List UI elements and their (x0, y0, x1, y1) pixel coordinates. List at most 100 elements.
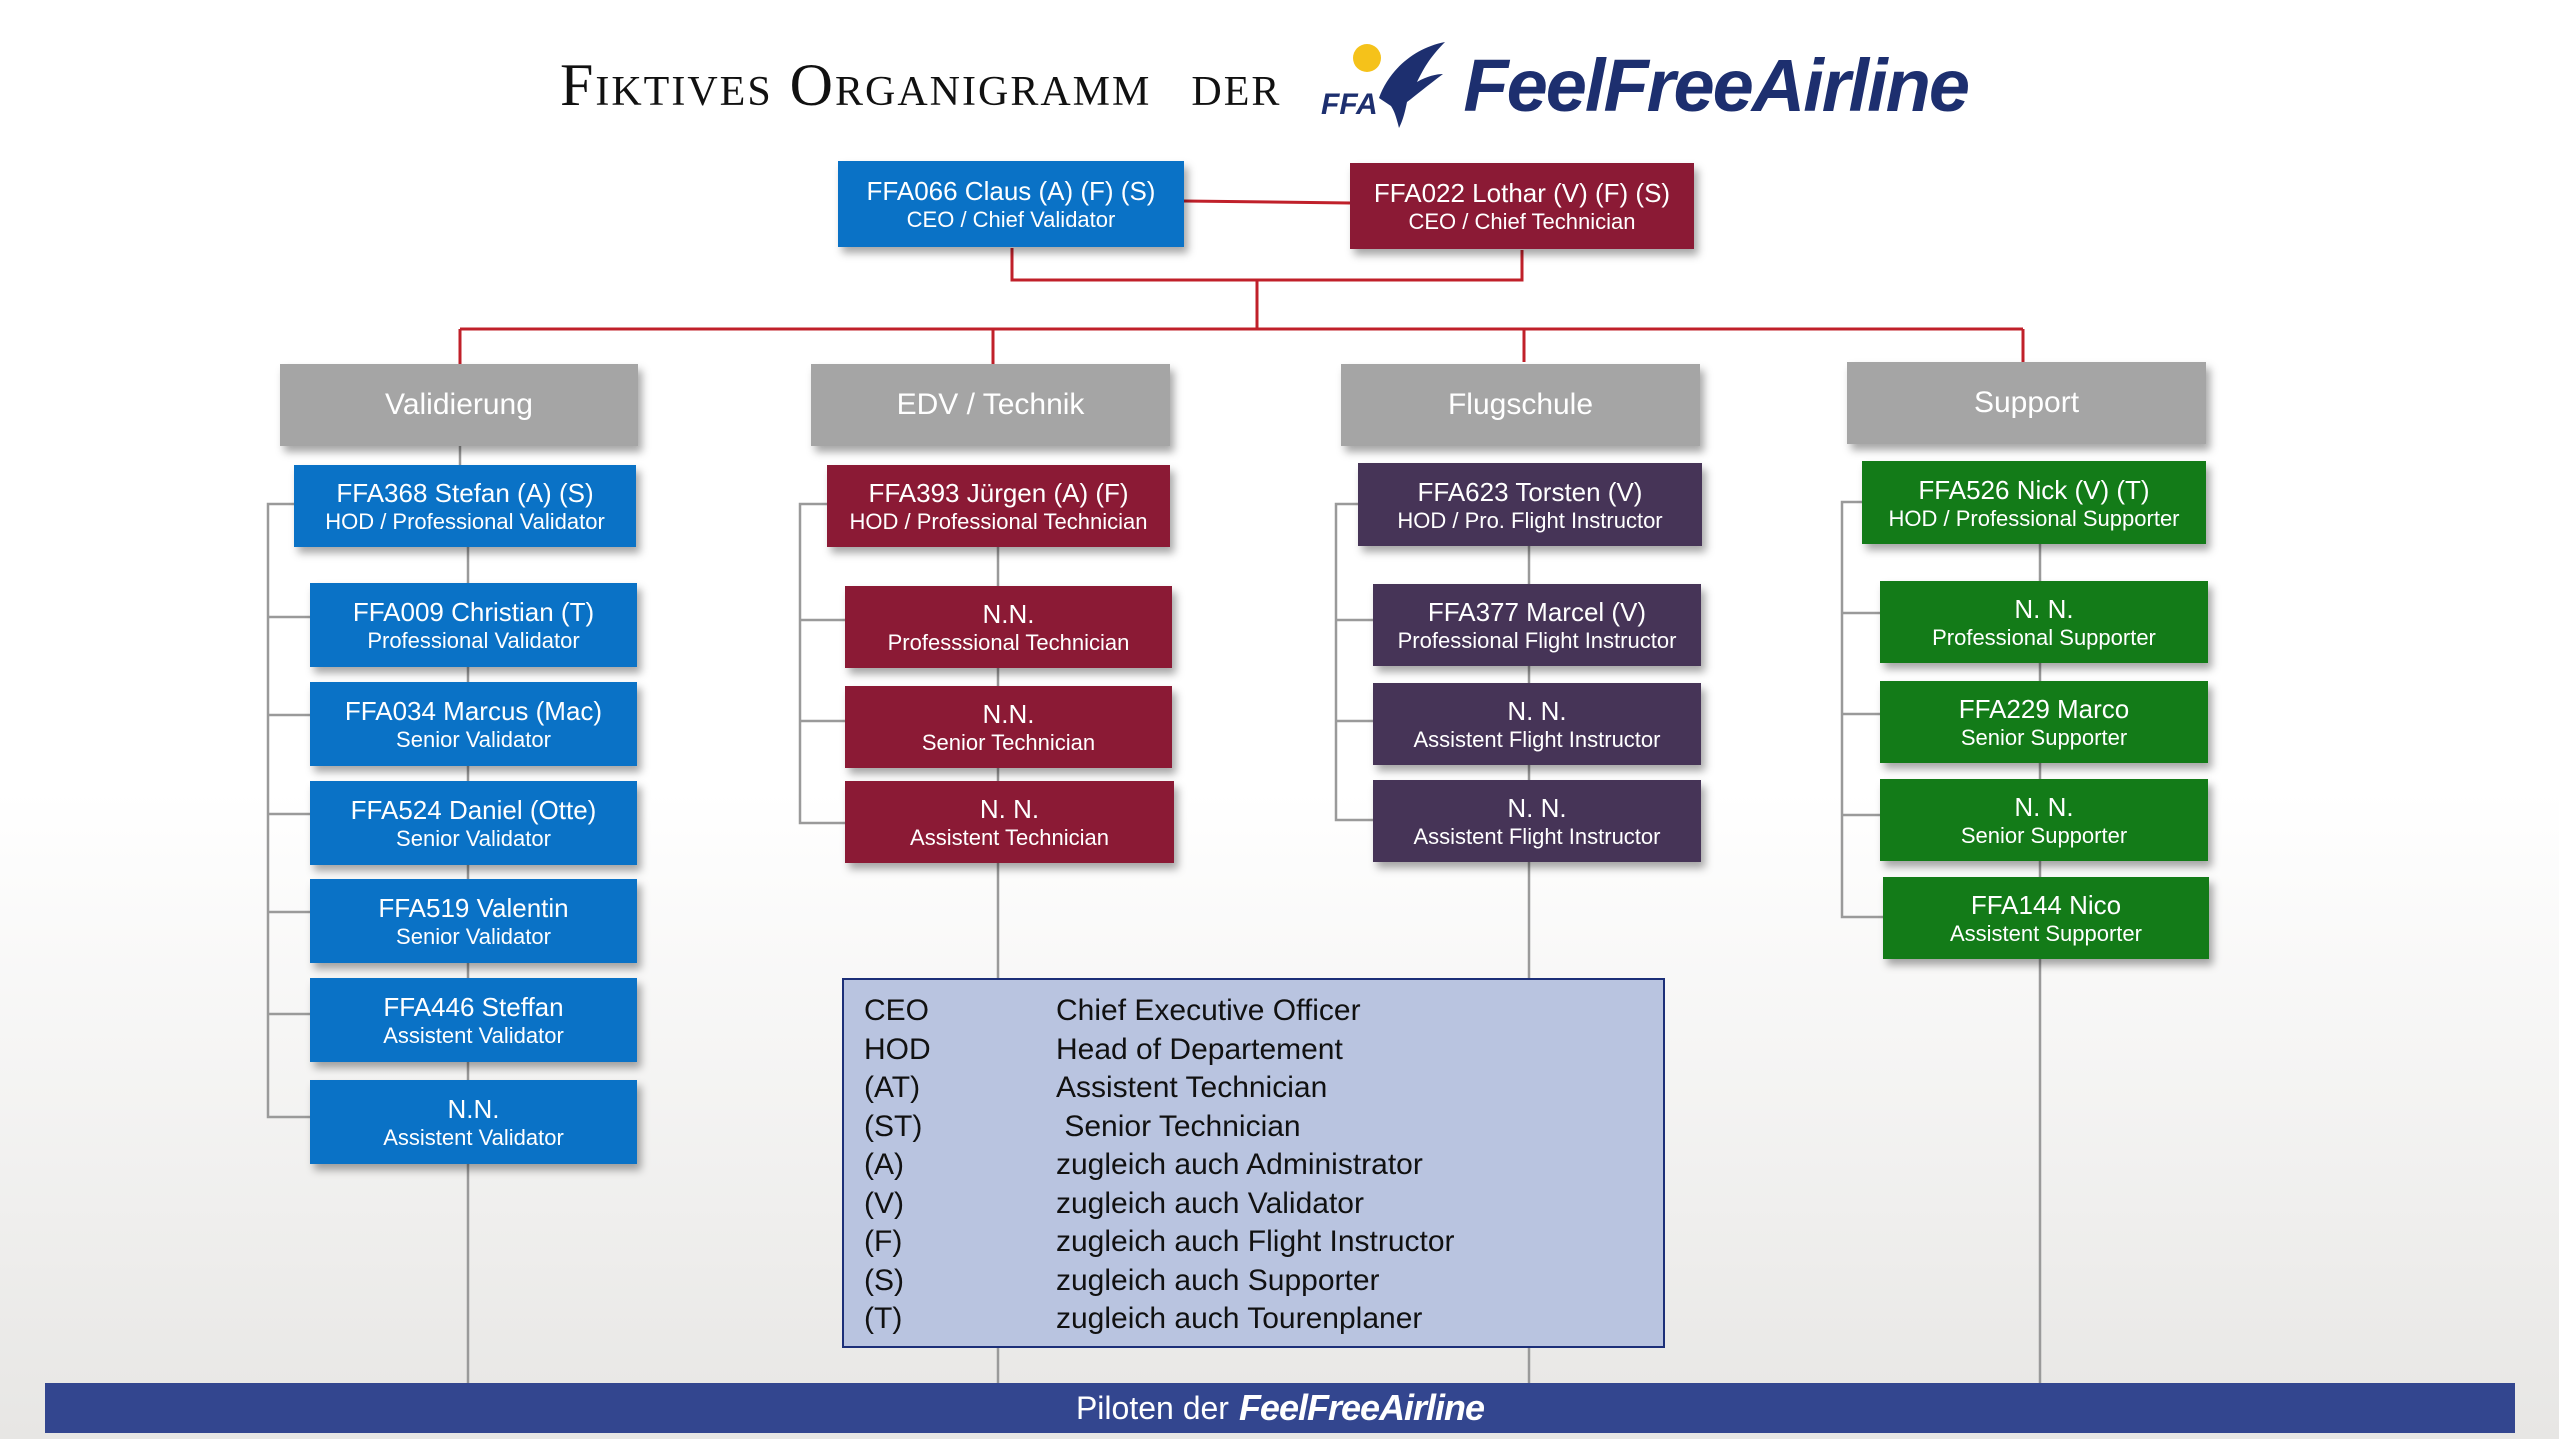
ffa-logo-text: FFA (1321, 88, 1378, 121)
member-role: Assistent Flight Instructor (1413, 824, 1661, 849)
ceo-role: CEO / Chief Validator (906, 207, 1116, 232)
member-role: Senior Validator (396, 727, 551, 752)
legend-desc: Head of Departement (1056, 1032, 1343, 1066)
member-name: N. N. (2014, 792, 2074, 822)
member-role: Professional Flight Instructor (1397, 628, 1677, 653)
member-role: HOD / Professional Technician (849, 509, 1148, 534)
legend-abbr: (V) (864, 1186, 904, 1220)
title-prefix: Fiktives Organigramm (560, 51, 1152, 118)
member-box: FFA446 Steffan Assistent Validator (310, 978, 637, 1062)
legend-row: (S) zugleich auch Supporter (864, 1262, 1663, 1301)
member-name: FFA034 Marcus (Mac) (344, 696, 603, 726)
member-role: Assistent Validator (383, 1125, 564, 1150)
member-role: Senior Validator (396, 924, 551, 949)
member-box: N. N. Assistent Flight Instructor (1373, 683, 1701, 765)
member-box: N. N. Assistent Technician (845, 781, 1174, 863)
hod-box-flugschule: FFA623 Torsten (V) HOD / Pro. Flight Ins… (1358, 463, 1702, 546)
member-name: FFA009 Christian (T) (352, 597, 595, 627)
footer-label: Piloten der (1075, 1389, 1229, 1426)
legend-desc: zugleich auch Flight Instructor (1056, 1225, 1455, 1259)
member-name: FFA446 Steffan (383, 992, 564, 1022)
legend-row: (T)zugleich auch Tourenplaner (864, 1300, 1663, 1339)
legend-desc: Senior Technician (1056, 1109, 1301, 1143)
legend-row: (F) zugleich auch Flight Instructor (864, 1223, 1663, 1262)
member-role: HOD / Professional Validator (325, 509, 605, 534)
ceo-name: FFA022 Lothar (V) (F) (S) (1373, 178, 1671, 208)
member-name: N.N. (982, 699, 1035, 729)
ffa-eagle-logo: FFA (1321, 42, 1446, 128)
member-name: N. N. (979, 794, 1040, 824)
member-name: FFA623 Torsten (V) (1417, 476, 1643, 507)
member-box: N.N. Senior Technician (845, 686, 1172, 768)
member-role: Professsional Technician (887, 630, 1130, 655)
legend-row: (AT)Assistent Technician (864, 1069, 1663, 1108)
member-role: Assistent Validator (383, 1023, 564, 1048)
legend-desc: zugleich auch Supporter (1056, 1263, 1380, 1297)
legend-desc: zugleich auch Tourenplaner (1056, 1302, 1423, 1336)
ceo-box-lothar: FFA022 Lothar (V) (F) (S) CEO / Chief Te… (1350, 163, 1694, 249)
member-name: FFA144 Nico (1970, 890, 2122, 920)
hod-box-validierung: FFA368 Stefan (A) (S) HOD / Professional… (294, 465, 636, 547)
member-box: N. N. Assistent Flight Instructor (1373, 780, 1701, 862)
member-box: N. N. Senior Supporter (1880, 779, 2208, 861)
member-role: Senior Technician (921, 730, 1096, 755)
legend-abbr: (S) (864, 1263, 904, 1297)
member-box: N.N. Professsional Technician (845, 586, 1172, 668)
member-name: N. N. (1507, 793, 1567, 823)
member-name: FFA229 Marco (1958, 694, 2130, 724)
legend-row: (A) zugleich auch Administrator (864, 1146, 1663, 1185)
member-role: HOD / Professional Supporter (1888, 505, 2180, 531)
member-box: FFA144 Nico Assistent Supporter (1883, 877, 2209, 959)
legend-abbr: HOD (864, 1032, 931, 1066)
ceo-box-claus: FFA066 Claus (A) (F) (S) CEO / Chief Val… (838, 161, 1184, 247)
abbreviation-legend: CEO Chief Executive Officer HOD Head of De… (842, 978, 1665, 1348)
footer-brand: FeelFreeAirline (1238, 1387, 1485, 1428)
member-name: FFA377 Marcel (V) (1427, 597, 1647, 627)
member-role: Senior Validator (396, 826, 551, 851)
member-role: Professional Supporter (1932, 625, 2156, 650)
member-name: N.N. (447, 1094, 500, 1124)
legend-desc: Chief Executive Officer (1056, 994, 1361, 1028)
ceo-role: CEO / Chief Technician (1408, 209, 1636, 234)
page-title: Fiktives Organigramm der FFA FeelFreeAirl… (560, 40, 1970, 130)
member-box: N.N. Assistent Validator (310, 1080, 637, 1164)
member-role: Assistent Supporter (1950, 921, 2142, 946)
legend-row: HOD Head of Departement (864, 1031, 1663, 1070)
member-role: Senior Supporter (1960, 725, 2128, 750)
dept-header-support: Support (1847, 362, 2206, 444)
member-box: FFA229 Marco Senior Supporter (1880, 681, 2208, 763)
legend-abbr: (A) (864, 1148, 904, 1182)
ceo-name: FFA066 Claus (A) (F) (S) (866, 176, 1156, 206)
legend-row: (ST) Senior Technician (864, 1108, 1663, 1147)
member-role: Assistent Technician (910, 825, 1109, 850)
member-name: N. N. (2014, 594, 2074, 624)
member-name: N.N. (982, 599, 1035, 629)
title-der: der (1191, 51, 1282, 118)
brand-wordmark: FeelFreeAirline (1463, 43, 1970, 127)
member-role: HOD / Pro. Flight Instructor (1397, 507, 1663, 533)
member-name: FFA368 Stefan (A) (S) (336, 478, 594, 508)
member-role: Professional Validator (367, 628, 580, 653)
member-box: FFA034 Marcus (Mac) Senior Validator (310, 682, 637, 766)
legend-row: (V)zugleich auch Validator (864, 1185, 1663, 1224)
pilots-footer-bar: Piloten der FeelFreeAirline (45, 1383, 2515, 1433)
member-box: N. N. Professional Supporter (1880, 581, 2208, 663)
member-box: FFA009 Christian (T) Professional Valida… (310, 583, 637, 667)
member-name: FFA393 Jürgen (A) (F) (868, 478, 1129, 508)
member-name: FFA524 Daniel (Otte) (350, 795, 597, 825)
member-box: FFA377 Marcel (V) Professional Flight In… (1373, 584, 1701, 666)
title-text: Fiktives Organigramm der (560, 51, 1281, 120)
legend-row: CEO Chief Executive Officer (864, 992, 1663, 1031)
legend-abbr: (ST) (864, 1109, 923, 1143)
legend-abbr: (F) (864, 1225, 903, 1259)
dept-header-validierung: Validierung (280, 364, 638, 446)
member-box: FFA524 Daniel (Otte) Senior Validator (310, 781, 637, 865)
hod-box-support: FFA526 Nick (V) (T) HOD / Professional S… (1862, 461, 2206, 544)
member-role: Senior Supporter (1960, 823, 2128, 848)
legend-abbr: CEO (864, 994, 930, 1028)
member-role: Assistent Flight Instructor (1413, 727, 1661, 752)
legend-desc: zugleich auch Administrator (1056, 1148, 1423, 1182)
dept-header-flugschule: Flugschule (1341, 364, 1700, 446)
hod-box-edv: FFA393 Jürgen (A) (F) HOD / Professional… (827, 465, 1170, 547)
legend-abbr: (AT) (864, 1071, 921, 1105)
